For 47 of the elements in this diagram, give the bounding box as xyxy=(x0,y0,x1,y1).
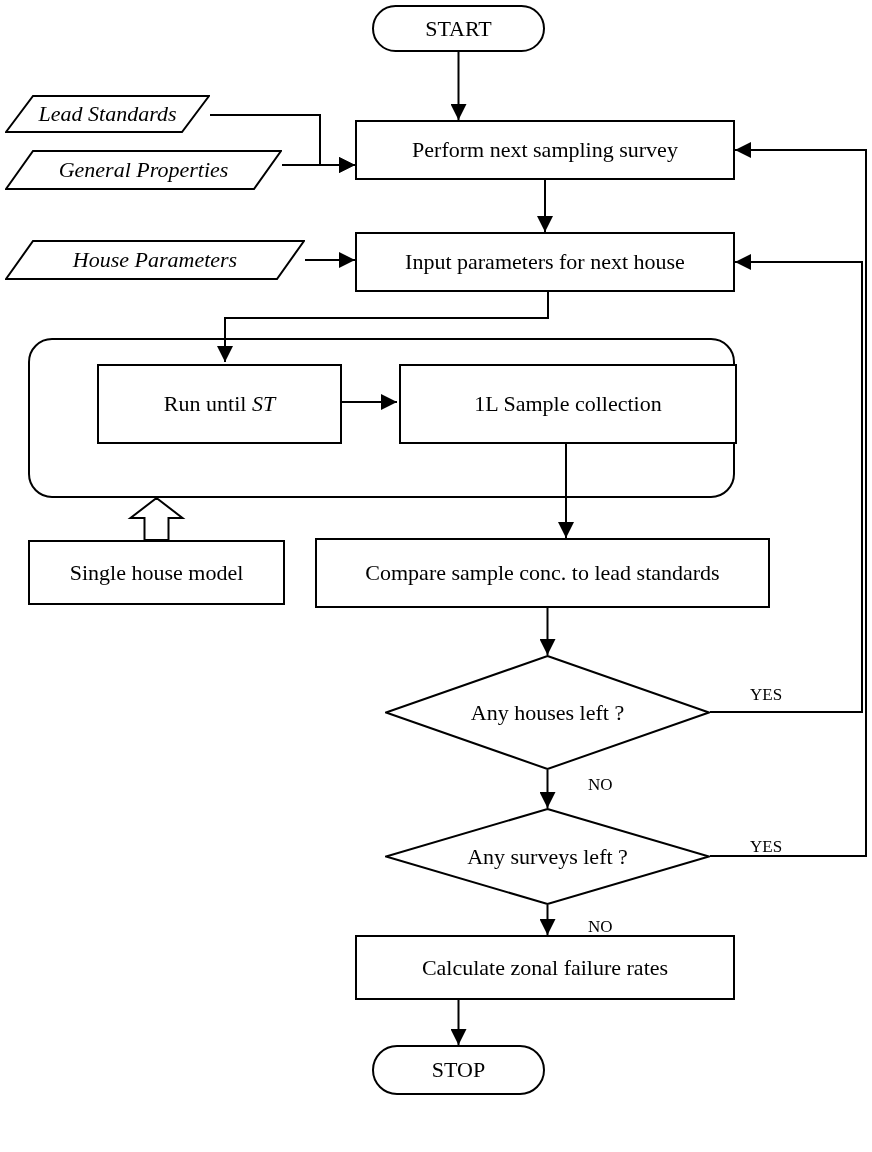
process-box xyxy=(355,120,735,180)
decision-diamond xyxy=(385,655,710,770)
node-text: Any surveys left ? xyxy=(467,842,628,871)
arrow xyxy=(450,999,467,1046)
data-input-parallelogram xyxy=(5,95,210,133)
arrow xyxy=(281,157,356,173)
node-text: STOP xyxy=(431,1056,486,1084)
arrow xyxy=(339,394,398,410)
arrow xyxy=(217,291,549,363)
block-arrow xyxy=(127,496,186,541)
node-text: Perform next sampling survey xyxy=(412,136,678,164)
node-text: Any houses left ? xyxy=(470,698,625,727)
process-box xyxy=(399,364,737,444)
decision-diamond xyxy=(385,808,710,905)
node-text: 1L Sample collection xyxy=(474,390,662,418)
edge-label: YES xyxy=(748,838,785,855)
arrow xyxy=(539,607,556,656)
arrow xyxy=(709,254,863,713)
process-box xyxy=(315,538,770,608)
arrow xyxy=(709,142,867,857)
arrow xyxy=(304,252,356,268)
process-box xyxy=(355,232,735,292)
node-text: Input parameters for next house xyxy=(405,248,685,276)
data-input-parallelogram xyxy=(5,150,282,190)
model-group-box xyxy=(28,338,735,498)
terminal-box xyxy=(372,1045,545,1095)
node-text: Run until ST xyxy=(163,390,276,418)
edge-label: NO xyxy=(586,776,615,793)
process-box xyxy=(355,935,735,1000)
node-text: General Properties xyxy=(58,156,229,184)
node-text: Lead Standards xyxy=(38,100,177,128)
node-text: Calculate zonal failure rates xyxy=(421,953,669,982)
process-box xyxy=(97,364,342,444)
arrow xyxy=(537,179,553,233)
terminal-box xyxy=(372,5,545,52)
arrow xyxy=(539,904,556,936)
arrow xyxy=(539,769,556,809)
edge-label: YES xyxy=(748,686,785,703)
process-box xyxy=(28,540,285,605)
node-text: House Parameters xyxy=(72,246,238,274)
arrow xyxy=(558,441,574,539)
arrow xyxy=(450,51,467,121)
node-text: START xyxy=(425,14,492,43)
node-text: Compare sample conc. to lead standards xyxy=(365,559,720,587)
edge-label: NO xyxy=(586,918,615,935)
data-input-parallelogram xyxy=(5,240,305,280)
node-text: Single house model xyxy=(69,558,244,587)
